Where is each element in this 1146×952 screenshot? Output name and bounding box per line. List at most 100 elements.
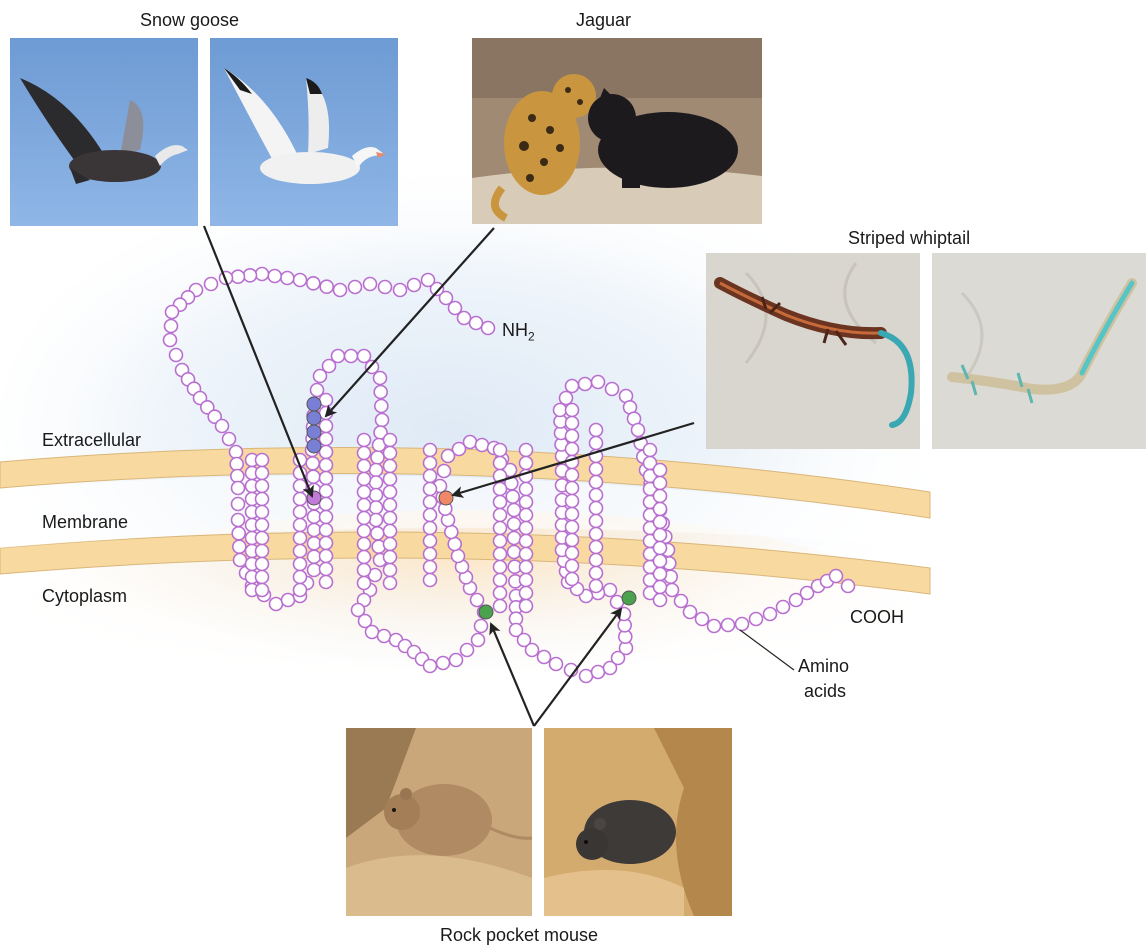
amino-acid bbox=[294, 519, 307, 532]
amino-acid bbox=[450, 654, 463, 667]
amino-acid bbox=[654, 568, 667, 581]
amino-acid bbox=[370, 501, 383, 514]
amino-acid bbox=[232, 270, 245, 283]
amino-acid bbox=[378, 630, 391, 643]
amino-acid bbox=[308, 537, 321, 550]
mouse-site-residue-2 bbox=[622, 591, 636, 605]
amino-acid bbox=[520, 574, 533, 587]
amino-acid bbox=[590, 541, 603, 554]
amino-acid bbox=[256, 268, 269, 281]
amino-acid bbox=[256, 558, 269, 571]
amino-acid bbox=[394, 284, 407, 297]
amino-acid bbox=[520, 522, 533, 535]
amino-acid bbox=[370, 489, 383, 502]
amino-acid bbox=[256, 480, 269, 493]
whiptail-striped-photo bbox=[706, 253, 920, 449]
amino-acid bbox=[566, 508, 579, 521]
amino-acid bbox=[320, 563, 333, 576]
amino-acid bbox=[590, 580, 603, 593]
amino-acid bbox=[233, 540, 246, 553]
amino-acid bbox=[566, 560, 579, 573]
amino-acids-label-line2: acids bbox=[804, 681, 846, 702]
amino-acid bbox=[366, 361, 379, 374]
amino-acid bbox=[520, 548, 533, 561]
amino-acid bbox=[684, 606, 697, 619]
amino-acid bbox=[550, 658, 563, 671]
amino-acid bbox=[654, 516, 667, 529]
amino-acid bbox=[424, 660, 437, 673]
amino-acid bbox=[294, 584, 307, 597]
mouse-dark-photo bbox=[544, 728, 732, 916]
amino-acid bbox=[590, 437, 603, 450]
amino-acid bbox=[308, 550, 321, 563]
amino-acid bbox=[358, 447, 371, 460]
amino-acid bbox=[408, 279, 421, 292]
amino-acid bbox=[384, 538, 397, 551]
amino-acid bbox=[590, 463, 603, 476]
amino-acid bbox=[830, 570, 843, 583]
amino-acids-label-line1: Amino bbox=[798, 656, 849, 677]
amino-acid bbox=[384, 434, 397, 447]
amino-acid bbox=[464, 436, 477, 449]
amino-acid bbox=[370, 464, 383, 477]
amino-acid bbox=[566, 573, 579, 586]
amino-acid bbox=[461, 644, 474, 657]
amino-acid bbox=[520, 600, 533, 613]
amino-acid bbox=[370, 514, 383, 527]
amino-acid bbox=[494, 496, 507, 509]
amino-acid bbox=[384, 525, 397, 538]
amino-acid bbox=[424, 509, 437, 522]
amino-acid bbox=[320, 433, 333, 446]
amino-acid bbox=[566, 430, 579, 443]
amino-acid bbox=[366, 626, 379, 639]
amino-acid bbox=[358, 434, 371, 447]
amino-acid bbox=[320, 485, 333, 498]
amino-acid bbox=[471, 594, 484, 607]
amino-acid bbox=[370, 476, 383, 489]
amino-acid bbox=[256, 519, 269, 532]
amino-acid bbox=[358, 473, 371, 486]
amino-acid bbox=[320, 420, 333, 433]
amino-acid bbox=[244, 269, 257, 282]
amino-acid bbox=[438, 465, 451, 478]
nh2-subscript: 2 bbox=[528, 330, 535, 344]
nh2-text: NH bbox=[502, 320, 528, 340]
amino-acid bbox=[345, 350, 358, 363]
amino-acid bbox=[494, 600, 507, 613]
amino-acid bbox=[256, 454, 269, 467]
amino-acid bbox=[560, 392, 573, 405]
amino-acid bbox=[764, 608, 777, 621]
amino-acid bbox=[165, 320, 178, 333]
amino-acid bbox=[232, 514, 245, 527]
cooh-label: COOH bbox=[850, 607, 904, 628]
amino-acid bbox=[494, 483, 507, 496]
amino-acid bbox=[592, 376, 605, 389]
amino-acid bbox=[170, 349, 183, 362]
amino-acid bbox=[268, 270, 281, 283]
amino-acid bbox=[294, 493, 307, 506]
amino-acid bbox=[364, 278, 377, 291]
amino-acid bbox=[736, 618, 749, 631]
amino-acid bbox=[520, 444, 533, 457]
amino-acid bbox=[216, 420, 229, 433]
whiptail-site-residue bbox=[439, 491, 453, 505]
amino-acid bbox=[223, 433, 236, 446]
amino-acid bbox=[384, 447, 397, 460]
amino-acid bbox=[320, 498, 333, 511]
amino-acid bbox=[654, 594, 667, 607]
amino-acid bbox=[424, 470, 437, 483]
amino-acid bbox=[205, 278, 218, 291]
amino-acid bbox=[294, 532, 307, 545]
amino-acid bbox=[520, 587, 533, 600]
amino-acid bbox=[384, 551, 397, 564]
amino-acid bbox=[358, 512, 371, 525]
amino-acid bbox=[696, 613, 709, 626]
amino-acid bbox=[308, 524, 321, 537]
membrane-label: Membrane bbox=[42, 512, 128, 533]
amino-acid bbox=[281, 272, 294, 285]
amino-acid bbox=[384, 564, 397, 577]
amino-acid bbox=[270, 598, 283, 611]
amino-acid bbox=[508, 532, 521, 545]
amino-acid bbox=[604, 584, 617, 597]
